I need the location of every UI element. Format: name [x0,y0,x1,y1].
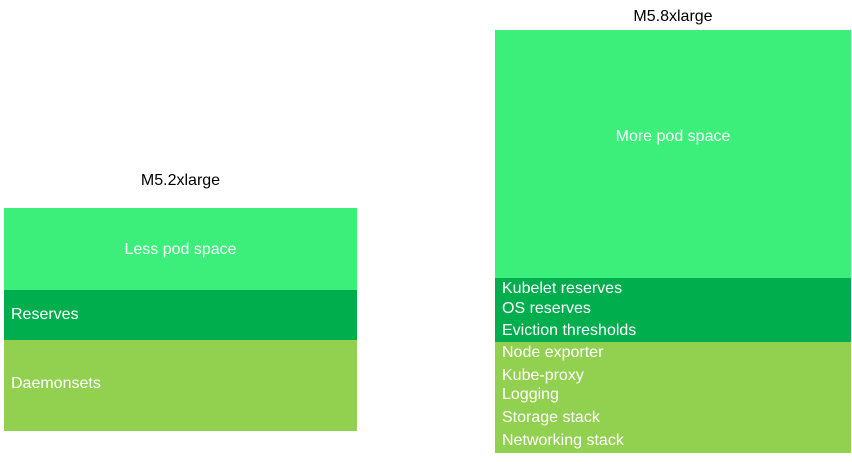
left-node-title: M5.2xlarge [140,172,221,189]
left-pod-space-label: Less pod space [124,241,237,258]
right-daemonsets-block: Node exporter Kube-proxy Logging Storage… [495,342,851,453]
right-pod-space-block: More pod space [495,30,851,278]
reserves-item-eviction: Eviction thresholds [502,322,637,339]
reserves-item-os: OS reserves [502,300,591,317]
right-pod-space-label: More pod space [615,128,731,145]
daemonset-item-node-exporter: Node exporter [502,344,604,361]
daemonset-item-storage: Storage stack [502,409,600,426]
daemonset-item-networking: Networking stack [502,432,624,449]
right-node-title: M5.8xlarge [633,8,713,25]
left-pod-space-block: Less pod space [4,208,357,290]
left-reserves-label: Reserves [11,306,79,323]
reserves-item-kubelet: Kubelet reserves [502,280,623,297]
left-daemonsets-block: Daemonsets [4,340,357,431]
daemonset-item-logging: Logging [502,386,559,403]
daemonset-item-kube-proxy: Kube-proxy [502,367,584,384]
left-daemonsets-label: Daemonsets [11,375,101,392]
right-reserves-block: Kubelet reserves OS reserves Eviction th… [495,278,851,342]
left-reserves-block: Reserves [4,290,357,340]
